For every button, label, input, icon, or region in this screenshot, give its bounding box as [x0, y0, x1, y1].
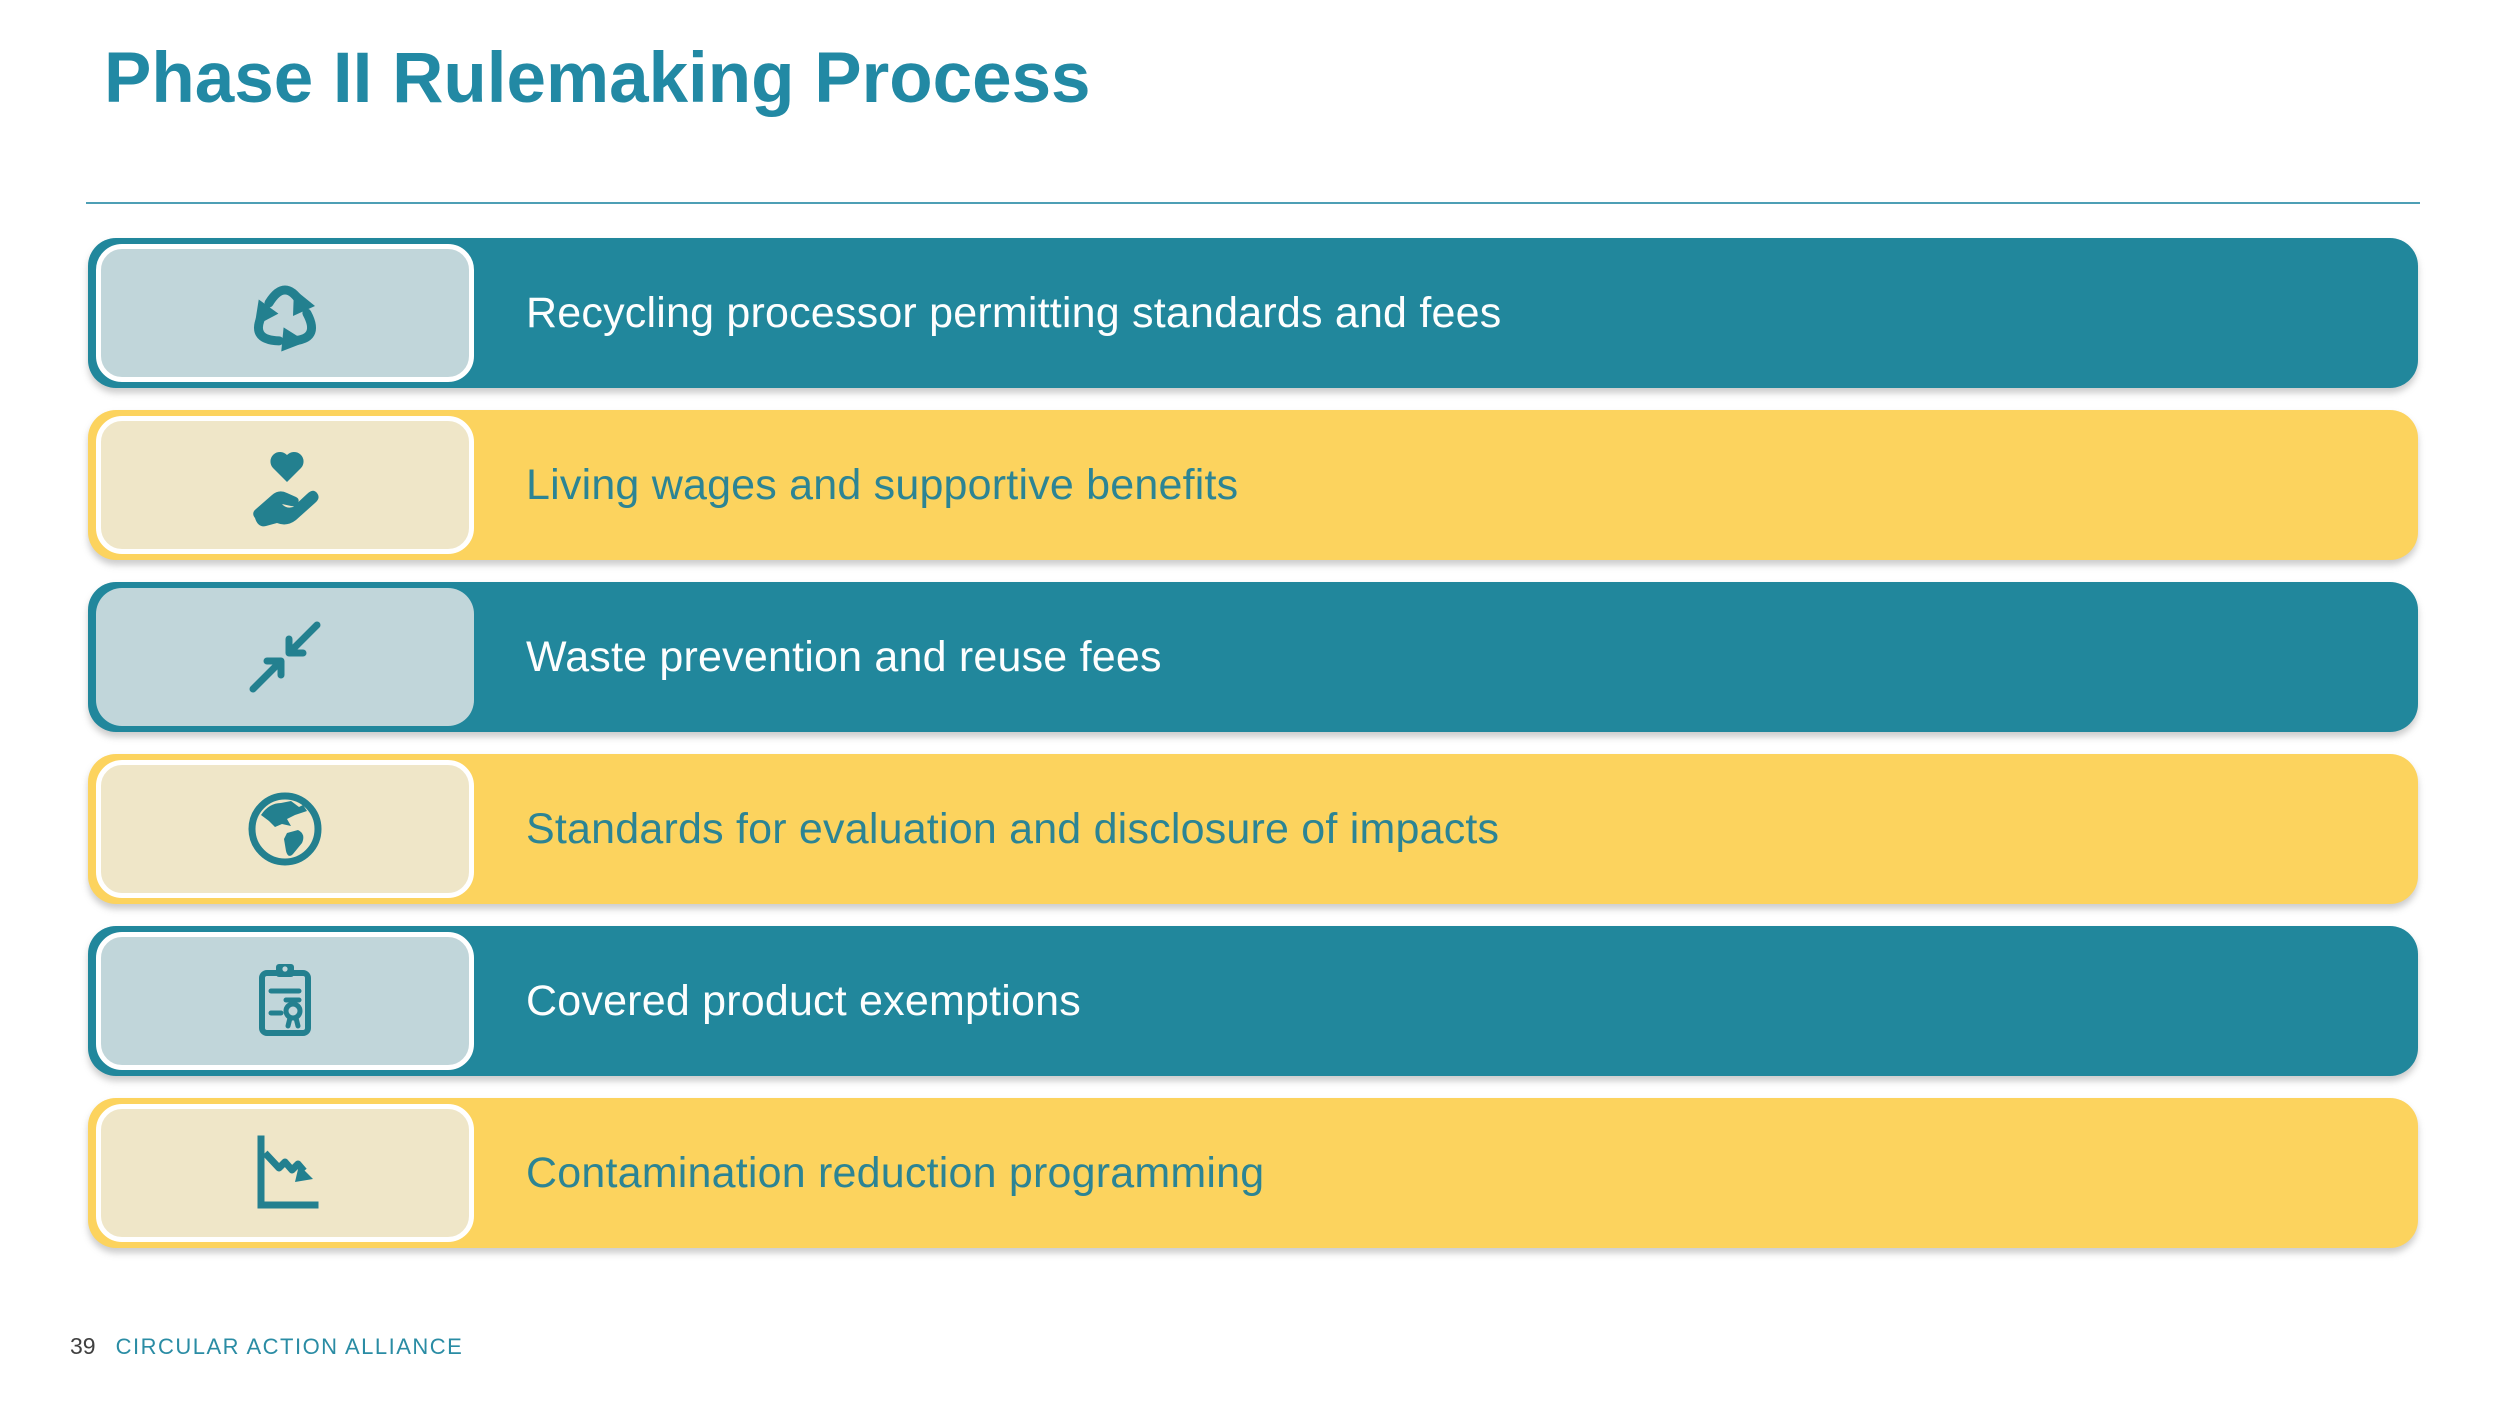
footer-brand: CIRCULAR ACTION ALLIANCE — [115, 1334, 464, 1359]
row-label: Recycling processor permitting standards… — [526, 288, 1502, 337]
page-number: 39 — [70, 1333, 96, 1359]
row-label: Contamination reduction programming — [526, 1148, 1265, 1197]
recycle-icon — [235, 263, 335, 363]
icon-box — [96, 244, 474, 382]
heart-in-hand-icon — [253, 451, 319, 527]
footer: 39 CIRCULAR ACTION ALLIANCE — [70, 1333, 463, 1360]
globe-icon — [248, 792, 322, 866]
process-row: Standards for evaluation and disclosure … — [88, 754, 2418, 904]
icon-box — [96, 588, 474, 726]
icon-box — [96, 416, 474, 554]
icon-box — [96, 1104, 474, 1242]
title-divider — [86, 202, 2420, 204]
process-row: Waste prevention and reuse fees — [88, 582, 2418, 732]
page-title: Phase II Rulemaking Process — [104, 39, 1091, 118]
converging-arrows-icon — [249, 621, 321, 693]
process-row: Covered product exemptions — [88, 926, 2418, 1076]
row-label: Living wages and supportive benefits — [526, 460, 1239, 509]
process-row: Recycling processor permitting standards… — [88, 238, 2418, 388]
process-row-list: Recycling processor permitting standards… — [88, 238, 2418, 1248]
row-label: Waste prevention and reuse fees — [526, 632, 1162, 681]
process-row: Living wages and supportive benefits — [88, 410, 2418, 560]
certificate-clipboard-icon — [259, 964, 311, 1036]
process-row: Contamination reduction programming — [88, 1098, 2418, 1248]
declining-chart-icon — [257, 1135, 319, 1209]
row-label: Covered product exemptions — [526, 976, 1081, 1025]
icon-box — [96, 932, 474, 1070]
icon-box — [96, 760, 474, 898]
row-label: Standards for evaluation and disclosure … — [526, 804, 1500, 853]
